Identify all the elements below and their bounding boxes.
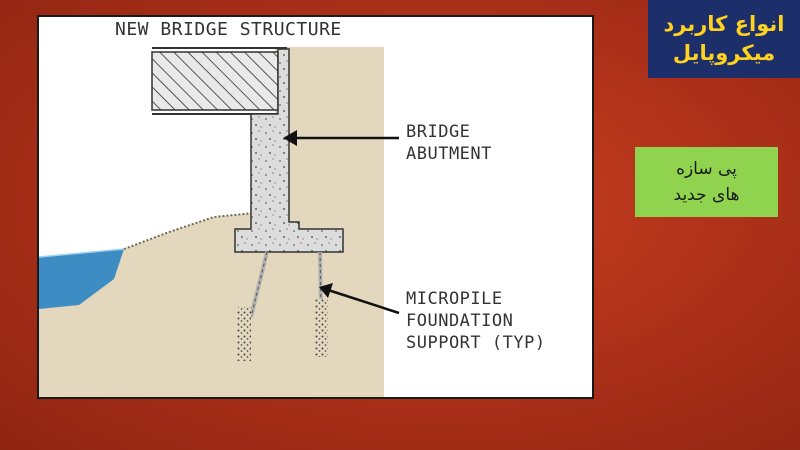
micropile-right: [318, 251, 323, 308]
abutment-wall: [234, 48, 344, 253]
micropile-foundation-label: MICROPILE FOUNDATION SUPPORT (TYP): [406, 289, 546, 353]
diagram-frame: NEW BRIDGE STRUCTURE BRIDGE ABUTMENT MIC…: [37, 15, 594, 399]
micropile-arrow: [324, 287, 400, 315]
slide-subtitle-line-1: پی سازه: [676, 159, 737, 179]
bridge-abutment-label: BRIDGE ABUTMENT: [406, 122, 492, 164]
micropile-right-bond-zone: [315, 299, 328, 357]
slide-title-line-1: انواع کاربرد: [663, 12, 785, 36]
bridge-deck: [151, 51, 279, 111]
slide-subtitle-line-2: های جدید: [673, 185, 740, 205]
embankment-surface: [123, 212, 255, 250]
diagram-title: NEW BRIDGE STRUCTURE: [115, 19, 342, 40]
water: [39, 249, 124, 309]
slide-title-line-2: میکروپایل: [672, 41, 776, 65]
bridge-diagram: [39, 47, 400, 397]
slide-subtitle-box: پی سازه های جدید: [635, 147, 778, 217]
backfill-soil: [275, 47, 384, 397]
micropile-left-bond-zone: [237, 307, 251, 361]
slide-title-box: انواع کاربرد میکروپایل: [648, 0, 800, 78]
